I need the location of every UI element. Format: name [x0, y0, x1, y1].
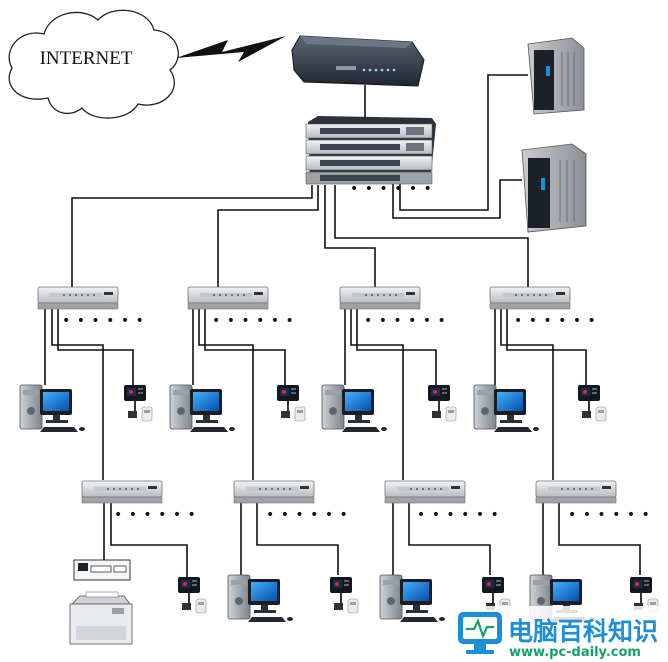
switch-ellipsis: • • • • • •	[114, 507, 197, 523]
connection-wires	[44, 74, 641, 578]
switch-ellipsis: • • • • • •	[514, 313, 597, 329]
desktop-computer-icon	[321, 384, 388, 433]
internet-label: INTERNET	[40, 48, 133, 69]
card-reader-terminal-icon	[577, 384, 607, 422]
modem-router-icon	[291, 35, 425, 87]
tower-server-icon	[521, 143, 587, 233]
desktop-computer-icon	[379, 574, 446, 623]
patch-panel-icon	[73, 559, 131, 581]
watermark-title: 电脑百科知识	[508, 617, 658, 646]
network-switch-icon	[233, 480, 315, 504]
network-switch-icon	[81, 480, 163, 504]
watermark-url: www.pc-daily.com	[509, 645, 641, 660]
desktop-computer-icon	[227, 574, 294, 623]
stacked-switch-icon	[305, 116, 436, 185]
network-switch-icon	[339, 286, 421, 310]
switch-ellipsis: • • • • • •	[212, 313, 295, 329]
network-switch-icon	[535, 480, 617, 504]
switch-ellipsis: • • • • • •	[417, 507, 500, 523]
desktop-computer-icon	[169, 384, 236, 433]
wan-lightning-link-icon	[176, 36, 286, 62]
network-switch-icon	[489, 286, 571, 310]
card-reader-terminal-icon	[276, 384, 306, 422]
card-reader-terminal-icon	[427, 384, 457, 422]
site-watermark: 电脑百科知识 www.pc-daily.com	[452, 606, 666, 660]
desktop-computer-icon	[19, 384, 86, 433]
card-reader-terminal-icon	[123, 384, 153, 422]
network-switch-icon	[37, 286, 119, 310]
laser-printer-icon	[69, 591, 133, 645]
desktop-computer-icon	[473, 384, 540, 433]
switch-ellipsis: • • • • • •	[364, 313, 447, 329]
card-reader-terminal-icon	[177, 576, 207, 614]
network-switch-icon	[384, 480, 466, 504]
internet-cloud: INTERNET	[8, 9, 179, 119]
switch-ellipsis: • • • • • •	[62, 313, 145, 329]
network-switch-icon	[187, 286, 269, 310]
card-reader-terminal-icon	[329, 576, 359, 614]
tower-server-icon	[527, 37, 585, 115]
core-switch-ellipsis: • • • • • •	[350, 181, 433, 197]
switch-ellipsis: • • • • • •	[568, 507, 651, 523]
monitor-logo-icon	[458, 612, 502, 654]
switch-ellipsis: • • • • • •	[266, 507, 349, 523]
